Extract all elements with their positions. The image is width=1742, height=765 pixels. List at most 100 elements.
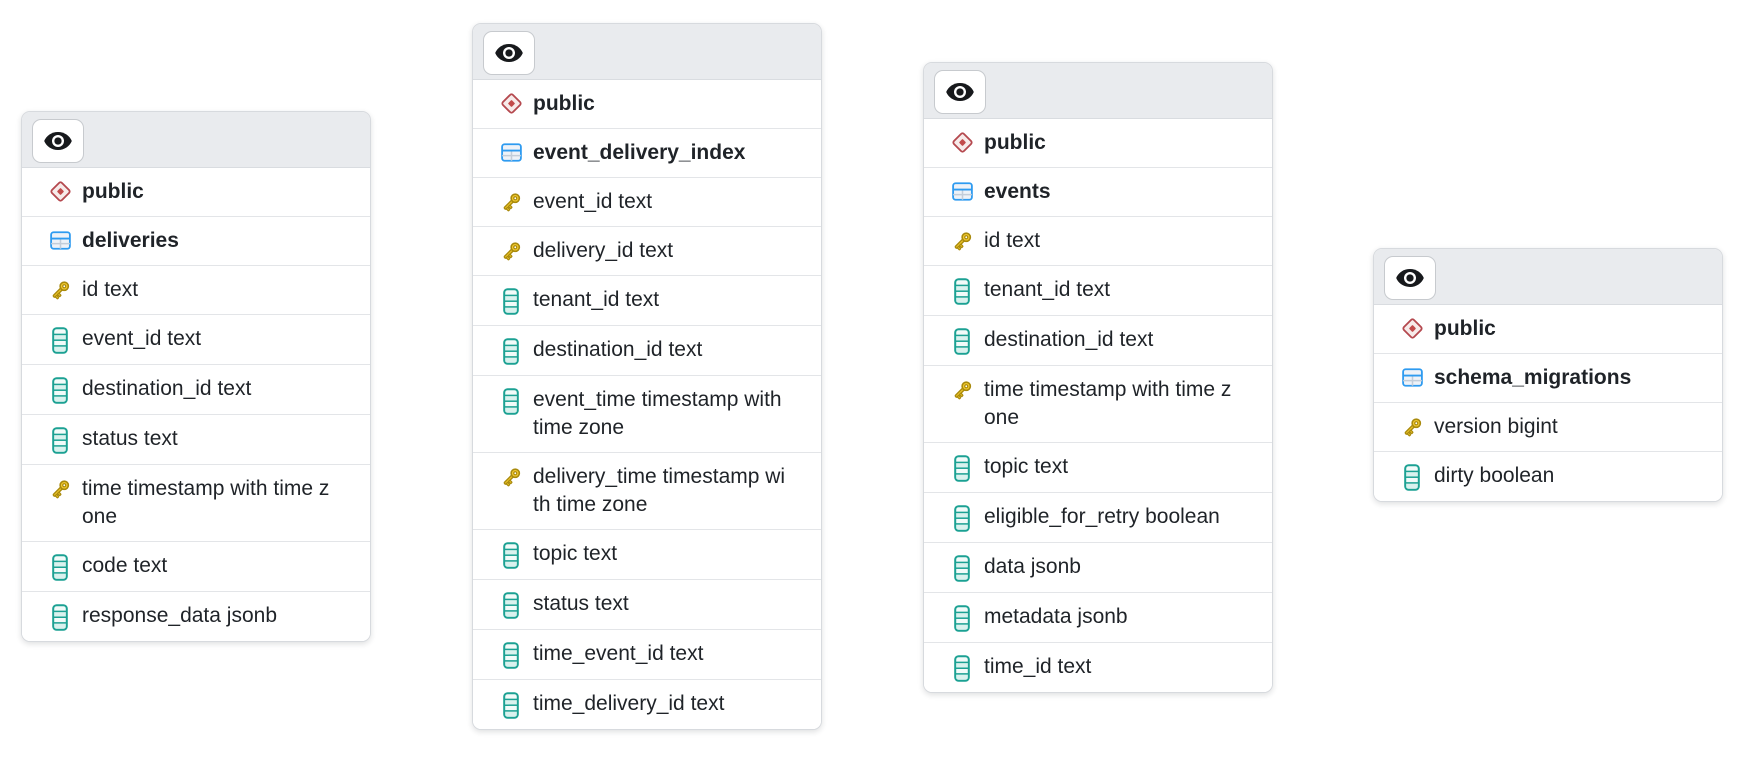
column-icon-cell — [499, 690, 523, 719]
column-row-topic[interactable]: topic text — [924, 442, 1272, 492]
schema-row[interactable]: public — [924, 119, 1272, 167]
column-name: status — [533, 592, 590, 615]
column-name: time — [82, 477, 122, 500]
column-name: time — [984, 378, 1024, 401]
column-label: time timestamp with time zone — [82, 475, 338, 531]
column-row-event_id[interactable]: event_id text — [473, 177, 821, 226]
table-name-row[interactable]: events — [924, 167, 1272, 216]
table-card-header[interactable] — [473, 24, 821, 80]
column-name: id — [82, 278, 99, 301]
column-row-time_event_id[interactable]: time_event_id text — [473, 629, 821, 679]
column-row-id[interactable]: id text — [924, 216, 1272, 265]
column-row-time_delivery_id[interactable]: time_delivery_id text — [473, 679, 821, 729]
column-icon-cell — [499, 640, 523, 669]
column-icon-cell — [499, 590, 523, 619]
column-icon-cell — [48, 552, 72, 581]
column-icon — [503, 542, 519, 569]
visibility-toggle-button[interactable] — [32, 119, 84, 163]
column-label: dirty boolean — [1434, 462, 1690, 490]
table-name-label: deliveries — [82, 229, 179, 252]
column-row-time[interactable]: time timestamp with time zone — [924, 365, 1272, 442]
primary-key-icon — [954, 232, 972, 251]
column-label: id text — [82, 276, 338, 304]
column-row-destination_id[interactable]: destination_id text — [924, 315, 1272, 365]
column-row-status[interactable]: status text — [473, 579, 821, 629]
table-card-deliveries[interactable]: public deliveries — [21, 111, 371, 642]
column-label: eligible_for_retry boolean — [984, 503, 1240, 531]
table-name-row[interactable]: schema_migrations — [1374, 353, 1722, 402]
schema-row[interactable]: public — [1374, 305, 1722, 353]
column-type: text — [143, 427, 178, 450]
column-row-response_data[interactable]: response_data jsonb — [22, 591, 370, 641]
column-row-id[interactable]: id text — [22, 265, 370, 314]
column-row-event_id[interactable]: event_id text — [22, 314, 370, 364]
column-type: jsonb — [1030, 555, 1081, 578]
table-card-header[interactable] — [1374, 249, 1722, 305]
column-row-destination_id[interactable]: destination_id text — [22, 364, 370, 414]
column-label: status text — [533, 590, 789, 618]
column-name: topic — [984, 455, 1029, 478]
column-type: text — [1006, 229, 1041, 252]
column-row-time_id[interactable]: time_id text — [924, 642, 1272, 692]
column-name: time_event_id — [533, 642, 664, 665]
column-name: response_data — [82, 604, 221, 627]
visibility-toggle-button[interactable] — [934, 70, 986, 114]
visibility-toggle-button[interactable] — [1384, 256, 1436, 300]
eye-icon — [44, 132, 72, 150]
column-type: text — [1034, 455, 1069, 478]
schema-row[interactable]: public — [473, 80, 821, 128]
column-name: event_time — [533, 388, 636, 411]
column-name: tenant_id — [984, 278, 1071, 301]
table-card-schema_migrations[interactable]: public schema_migrations — [1373, 248, 1723, 502]
column-icon-cell — [499, 540, 523, 569]
column-row-tenant_id[interactable]: tenant_id text — [473, 275, 821, 325]
column-label: version bigint — [1434, 413, 1690, 441]
column-row-eligible_for_retry[interactable]: eligible_for_retry boolean — [924, 492, 1272, 542]
column-label: time timestamp with time zone — [984, 376, 1240, 432]
column-row-delivery_time[interactable]: delivery_time timestamp with time zone — [473, 452, 821, 529]
column-row-tenant_id[interactable]: tenant_id text — [924, 265, 1272, 315]
table-card-header[interactable] — [22, 112, 370, 168]
column-row-topic[interactable]: topic text — [473, 529, 821, 579]
column-icon — [52, 604, 68, 631]
column-type: text — [690, 692, 725, 715]
column-type: text — [594, 592, 629, 615]
column-label: code text — [82, 552, 338, 580]
schema-row[interactable]: public — [22, 168, 370, 216]
column-row-delivery_id[interactable]: delivery_id text — [473, 226, 821, 275]
column-row-status[interactable]: status text — [22, 414, 370, 464]
column-row-event_time[interactable]: event_time timestamp with time zone — [473, 375, 821, 452]
table-card-header[interactable] — [924, 63, 1272, 119]
table-name-row[interactable]: deliveries — [22, 216, 370, 265]
table-name-label: event_delivery_index — [533, 141, 746, 164]
column-type: timestamp with time zone — [82, 477, 330, 528]
table-card-events[interactable]: public events — [923, 62, 1273, 693]
schema-name-label: public — [984, 131, 1046, 154]
column-name: data — [984, 555, 1025, 578]
column-row-data[interactable]: data jsonb — [924, 542, 1272, 592]
schema-icon-cell — [1400, 315, 1424, 340]
column-row-time[interactable]: time timestamp with time zone — [22, 464, 370, 541]
column-row-code[interactable]: code text — [22, 541, 370, 591]
column-row-metadata[interactable]: metadata jsonb — [924, 592, 1272, 642]
column-type: text — [167, 327, 202, 350]
column-label: id text — [984, 227, 1240, 255]
visibility-toggle-button[interactable] — [483, 31, 535, 75]
column-label: data jsonb — [984, 553, 1240, 581]
column-name: status — [82, 427, 139, 450]
column-icon-cell — [48, 325, 72, 354]
column-type: text — [625, 288, 660, 311]
table-name-row[interactable]: event_delivery_index — [473, 128, 821, 177]
column-name: version — [1434, 415, 1502, 438]
table-card-event_delivery_index[interactable]: public event_delivery_index — [472, 23, 822, 730]
column-icon — [954, 278, 970, 305]
column-icon-cell — [950, 376, 974, 403]
column-type: jsonb — [1077, 605, 1128, 628]
column-row-dirty[interactable]: dirty boolean — [1374, 451, 1722, 501]
column-row-version[interactable]: version bigint — [1374, 402, 1722, 451]
column-icon — [954, 328, 970, 355]
column-icon-cell — [499, 463, 523, 490]
column-name: destination_id — [82, 377, 212, 400]
column-row-destination_id[interactable]: destination_id text — [473, 325, 821, 375]
